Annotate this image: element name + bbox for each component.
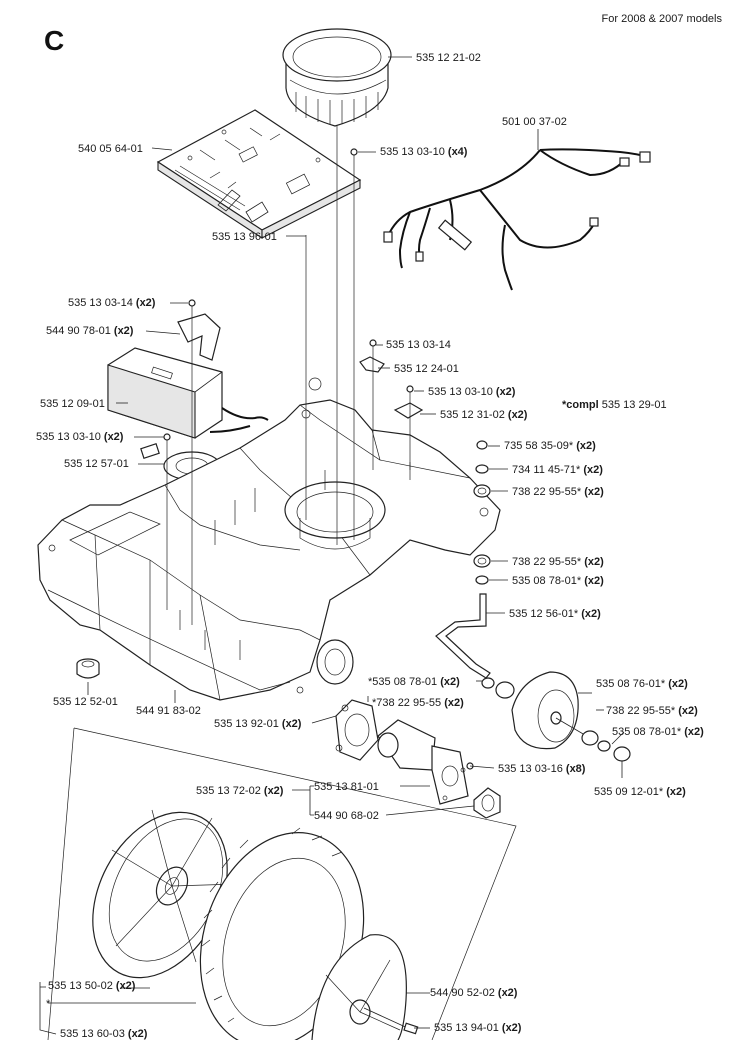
assembly-guide-lines [166, 126, 411, 625]
plate-part [393, 402, 424, 419]
part-label-l09: 535 12 24-01 [394, 363, 459, 375]
part-label-l38: 535 13 94-01 (x2) [434, 1022, 522, 1034]
part-label-l32: 535 09 12-01* (x2) [594, 786, 686, 798]
part-label-l25: 535 12 52-01 [53, 696, 118, 708]
crank-axle-part [435, 593, 491, 679]
part-label-l24: 738 22 95-55* (x2) [606, 705, 698, 717]
spacer-part [76, 658, 100, 679]
part-label-l06: 535 13 03-14 (x2) [68, 297, 156, 309]
part-label-l27: 535 13 92-01 (x2) [214, 718, 302, 730]
part-label-l10: 535 12 09-01 [40, 398, 105, 410]
part-label-l20: 535 12 56-01* (x2) [509, 608, 601, 620]
part-label-l16: 734 11 45-71* (x2) [512, 464, 603, 476]
part-label-l15: 535 12 57-01 [64, 458, 129, 470]
gasket-plate-part [335, 699, 379, 761]
leader-lines [39, 56, 625, 1035]
section-letter: C [44, 25, 64, 56]
chassis-part [37, 399, 501, 701]
motor-part [377, 719, 474, 805]
part-label-l08: 535 13 03-14 [386, 339, 451, 351]
hub-part [473, 787, 501, 819]
part-label-l31: 535 13 81-01 [314, 781, 379, 793]
part-label-l34: 535 13 50-02 (x2) [48, 980, 136, 992]
small-ring-part [308, 377, 322, 391]
part-label-l05: 535 13 96-01 [212, 231, 277, 243]
part-label-l26: 544 91 83-02 [136, 705, 201, 717]
part-label-l18: 738 22 95-55* (x2) [512, 556, 604, 568]
bearing-stack-lower [473, 554, 491, 585]
assembly-outline [47, 727, 517, 1040]
part-label-l13: 535 13 03-10 (x2) [36, 431, 124, 443]
wiring-harness-part [383, 148, 651, 291]
part-label-l02: 540 05 64-01 [78, 143, 143, 155]
part-labels: 535 12 21-02 540 05 64-01 535 13 03-10 (… [36, 52, 704, 1040]
front-wheel-part [481, 671, 631, 762]
header-note: For 2008 & 2007 models [602, 13, 723, 25]
top-cover-part [282, 28, 392, 127]
wheel-rim-part [92, 809, 239, 979]
part-label-l28: 535 08 78-01* (x2) [612, 726, 704, 738]
part-label-l07: 544 90 78-01 (x2) [46, 325, 134, 337]
bearing-stack-upper [473, 440, 491, 498]
part-label-l29: 535 13 03-16 (x8) [498, 763, 586, 775]
part-label-l37: 535 13 60-03 (x2) [60, 1028, 148, 1040]
part-label-l30: 535 13 72-02 (x2) [196, 785, 284, 797]
part-label-l17: 738 22 95-55* (x2) [512, 486, 604, 498]
part-label-l12: 535 12 31-02 (x2) [440, 409, 528, 421]
circuit-board-part [156, 109, 362, 240]
parts-illustration [37, 28, 651, 1040]
part-label-l03: 535 13 03-10 (x4) [380, 146, 468, 158]
part-label-l04: 501 00 37-02 [502, 116, 567, 128]
wheel-cover-part [311, 934, 419, 1040]
part-label-l22: 535 08 76-01* (x2) [596, 678, 688, 690]
connector-part [140, 443, 160, 459]
clip-part [359, 356, 385, 373]
part-label-l19: 535 08 78-01* (x2) [512, 575, 604, 587]
part-label-l14: 735 58 35-09* (x2) [504, 440, 596, 452]
part-label-l33: 544 90 68-02 [314, 810, 379, 822]
part-label-l35: * [46, 998, 51, 1010]
compl-note: *compl 535 13 29-01 [562, 399, 667, 411]
part-label-l01: 535 12 21-02 [416, 52, 481, 64]
battery-pack-part [107, 347, 269, 439]
part-label-l21: *535 08 78-01 (x2) [368, 676, 460, 688]
part-label-l11: 535 13 03-10 (x2) [428, 386, 516, 398]
part-label-l23: *738 22 95-55 (x2) [372, 697, 464, 709]
bracket-part [177, 313, 221, 361]
part-label-l36: 544 90 52-02 (x2) [430, 987, 518, 999]
